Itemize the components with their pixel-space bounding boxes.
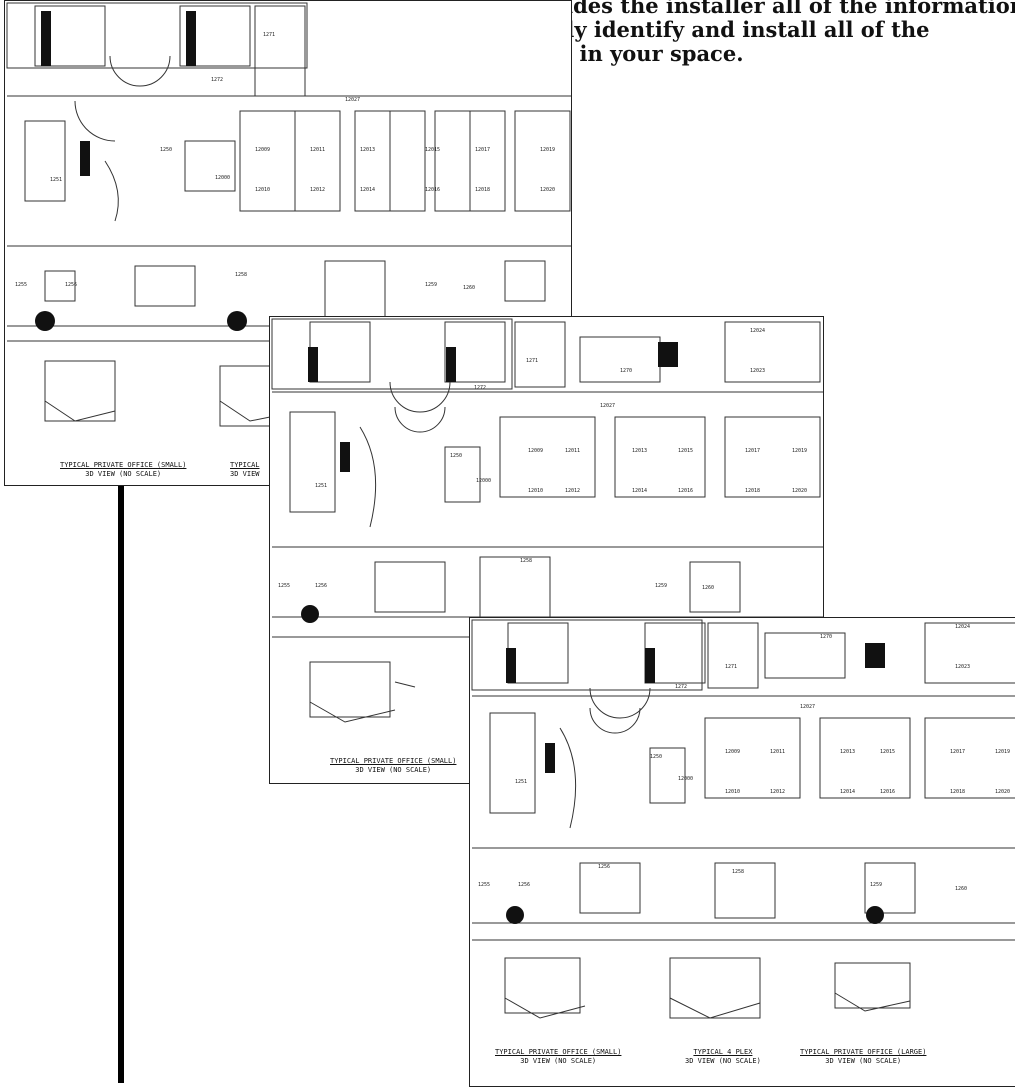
room-label: 12019 <box>792 448 807 454</box>
room-label: 12027 <box>600 403 615 409</box>
room-label: 1256 <box>518 882 530 888</box>
room-label: 12015 <box>678 448 693 454</box>
caption-subtitle: 3D VIEW (NO SCALE) <box>85 470 162 478</box>
room-label: 1272 <box>675 684 687 690</box>
room-label: 1250 <box>650 754 662 760</box>
room-label: 12016 <box>678 488 693 494</box>
room-label: 12009 <box>725 749 740 755</box>
room-label: 12027 <box>345 97 360 103</box>
room-label: 1260 <box>702 585 714 591</box>
floor-plan-sheet-front: 12027 12009 12011 12013 12015 12017 1201… <box>469 617 1015 1087</box>
room-label: 12020 <box>540 187 555 193</box>
room-label: 12014 <box>360 187 375 193</box>
room-label: 1260 <box>955 886 967 892</box>
room-label: 1251 <box>515 779 527 785</box>
room-label: 12018 <box>745 488 760 494</box>
floor-plan-front-drawing: 12027 12009 12011 12013 12015 12017 1201… <box>471 619 1015 1019</box>
room-label: 12013 <box>840 749 855 755</box>
room-label: 12011 <box>565 448 580 454</box>
room-label: 12019 <box>995 749 1010 755</box>
room-label: 12000 <box>215 175 230 181</box>
caption-cut-back: TYPICAL 3D VIEW <box>230 461 260 479</box>
caption-large-office-front: TYPICAL PRIVATE OFFICE (LARGE) 3D VIEW (… <box>800 1048 926 1066</box>
room-label: 12018 <box>475 187 490 193</box>
room-label: 12011 <box>310 147 325 153</box>
room-label: 12023 <box>750 368 765 374</box>
room-label: 12024 <box>955 624 970 630</box>
caption-title: TYPICAL PRIVATE OFFICE (LARGE) <box>800 1048 927 1056</box>
room-label: 12012 <box>770 789 785 795</box>
caption-subtitle: 3D VIEW (NO SCALE) <box>825 1057 902 1065</box>
room-label: 12019 <box>540 147 555 153</box>
caption-title: TYPICAL <box>230 461 260 469</box>
room-label: 12013 <box>360 147 375 153</box>
room-label: 12023 <box>955 664 970 670</box>
room-label: 12000 <box>678 776 693 782</box>
caption-subtitle: 3D VIEW (NO SCALE) <box>355 766 432 774</box>
room-label: 1258 <box>732 869 744 875</box>
room-label: 12020 <box>792 488 807 494</box>
room-label: 1271 <box>263 32 275 38</box>
room-label: 1250 <box>160 147 172 153</box>
room-label: 1259 <box>870 882 882 888</box>
floor-plan-back-drawing: 12027 12009 12011 12013 12015 12017 1201… <box>6 2 571 427</box>
vertical-rule <box>118 0 124 1083</box>
room-label: 12017 <box>745 448 760 454</box>
caption-title: TYPICAL PRIVATE OFFICE (SMALL) <box>60 461 187 469</box>
room-label: 12012 <box>310 187 325 193</box>
room-label: 12000 <box>476 478 491 484</box>
caption-title: TYPICAL PRIVATE OFFICE (SMALL) <box>495 1048 622 1056</box>
room-label: 1259 <box>655 583 667 589</box>
room-label: 1255 <box>278 583 290 589</box>
room-label: 12027 <box>800 704 815 710</box>
room-label: 12024 <box>750 328 765 334</box>
room-label: 12016 <box>425 187 440 193</box>
room-label: 1256 <box>598 864 610 870</box>
caption-title: TYPICAL PRIVATE OFFICE (SMALL) <box>330 757 457 765</box>
room-label: 12015 <box>880 749 895 755</box>
room-label: 1272 <box>474 385 486 391</box>
room-label: 12014 <box>840 789 855 795</box>
caption-4-plex-front: TYPICAL 4 PLEX 3D VIEW (NO SCALE) <box>685 1048 761 1066</box>
room-label: 1271 <box>526 358 538 364</box>
room-label: 1256 <box>65 282 77 288</box>
room-label: 1251 <box>315 483 327 489</box>
room-label: 1250 <box>450 453 462 459</box>
room-label: 12011 <box>770 749 785 755</box>
room-label: 12010 <box>725 789 740 795</box>
caption-small-office-back: TYPICAL PRIVATE OFFICE (SMALL) 3D VIEW (… <box>60 461 186 479</box>
room-label: 1271 <box>725 664 737 670</box>
room-label: 12012 <box>565 488 580 494</box>
room-label: 12017 <box>475 147 490 153</box>
caption-subtitle: 3D VIEW (NO SCALE) <box>685 1057 761 1065</box>
room-label: 12013 <box>632 448 647 454</box>
room-label: 1251 <box>50 177 62 183</box>
room-label: 1256 <box>315 583 327 589</box>
room-label: 12018 <box>950 789 965 795</box>
room-label: 1255 <box>478 882 490 888</box>
room-label: 1270 <box>820 634 832 640</box>
room-label: 12010 <box>528 488 543 494</box>
room-label: 1255 <box>15 282 27 288</box>
caption-subtitle: 3D VIEW (NO SCALE) <box>520 1057 597 1065</box>
room-label: 1259 <box>425 282 437 288</box>
room-label: 12017 <box>950 749 965 755</box>
caption-small-office-front: TYPICAL PRIVATE OFFICE (SMALL) 3D VIEW (… <box>495 1048 621 1066</box>
room-label: 12014 <box>632 488 647 494</box>
caption-small-office-middle: TYPICAL PRIVATE OFFICE (SMALL) 3D VIEW (… <box>330 757 456 775</box>
room-label: 1258 <box>520 558 532 564</box>
room-label: 1258 <box>235 272 247 278</box>
caption-title: TYPICAL 4 PLEX <box>693 1048 753 1056</box>
room-label: 1272 <box>211 77 223 83</box>
room-label: 12010 <box>255 187 270 193</box>
room-label: 1270 <box>620 368 632 374</box>
room-label: 12015 <box>425 147 440 153</box>
room-label: 1260 <box>463 285 475 291</box>
room-label: 12009 <box>255 147 270 153</box>
caption-subtitle: 3D VIEW <box>230 470 260 478</box>
room-label: 12009 <box>528 448 543 454</box>
room-label: 12016 <box>880 789 895 795</box>
room-label: 12020 <box>995 789 1010 795</box>
